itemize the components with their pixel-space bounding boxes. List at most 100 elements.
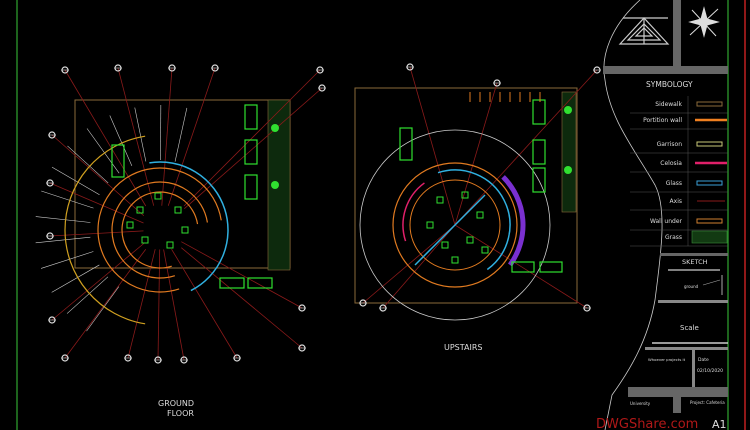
axis-line bbox=[117, 67, 155, 206]
table-icon bbox=[166, 241, 174, 249]
table-icon bbox=[441, 241, 449, 249]
seating-module bbox=[51, 264, 100, 293]
university-label: University bbox=[630, 401, 651, 406]
car-icon bbox=[532, 99, 546, 125]
glass-arc bbox=[149, 161, 229, 292]
symbology-row-sidewalk: Sidewalk bbox=[630, 101, 728, 114]
panel-divider bbox=[660, 253, 728, 256]
table-icon bbox=[436, 196, 444, 204]
axis-line bbox=[49, 182, 144, 224]
table-icon bbox=[126, 221, 134, 229]
axis-line bbox=[157, 249, 161, 361]
north-arrow-icon bbox=[688, 6, 720, 38]
car-icon bbox=[532, 167, 546, 193]
sketch-title: SKETCH bbox=[682, 258, 708, 266]
table-icon bbox=[481, 246, 489, 254]
sketch-note: ground bbox=[684, 284, 699, 289]
celosia-arc bbox=[402, 182, 425, 242]
symbology-label: Celosia bbox=[660, 160, 682, 167]
symbology-title: SYMBOLOGY bbox=[646, 80, 693, 89]
ground-floor-label: GROUND bbox=[158, 399, 194, 408]
axis-line bbox=[409, 66, 456, 226]
date-label: Date bbox=[698, 357, 709, 363]
table-icon bbox=[141, 236, 149, 244]
seating-module bbox=[109, 115, 133, 167]
tree-icon bbox=[271, 124, 279, 132]
car-icon bbox=[532, 139, 546, 165]
axis-line bbox=[362, 224, 456, 304]
seating-module bbox=[134, 107, 147, 162]
symbology-row-garrison: Garrison bbox=[630, 141, 728, 154]
symbology-label: Wall under bbox=[650, 218, 683, 225]
axis-line bbox=[51, 243, 145, 321]
seating-module bbox=[86, 286, 120, 332]
watermark: DWGShare.com bbox=[596, 417, 698, 430]
axis-line bbox=[382, 224, 456, 309]
panel-divider bbox=[692, 350, 695, 388]
symbology-row-portition-wall: Portition wall bbox=[630, 117, 728, 130]
glass-bridge bbox=[414, 194, 486, 266]
seating-module bbox=[35, 236, 91, 244]
upstairs-label: UPSTAIRS bbox=[444, 343, 483, 352]
axis-line bbox=[64, 69, 147, 207]
car-icon bbox=[539, 261, 563, 273]
ground-floor-label-2: FLOOR bbox=[167, 409, 194, 418]
car-icon bbox=[244, 174, 258, 200]
project-label: Project: Cafeteria bbox=[690, 400, 725, 405]
outer-circle bbox=[359, 129, 551, 321]
axis-line bbox=[51, 134, 145, 217]
axis-line bbox=[454, 224, 588, 309]
axis-line bbox=[64, 248, 147, 359]
seating-module bbox=[51, 166, 100, 196]
panel-divider bbox=[628, 387, 728, 397]
upstairs-plan bbox=[354, 63, 601, 321]
axis-line bbox=[171, 248, 238, 359]
tree-icon bbox=[564, 166, 572, 174]
axis-line bbox=[163, 249, 185, 361]
table-icon bbox=[476, 211, 484, 219]
grass-strip bbox=[561, 91, 577, 213]
wall-arc bbox=[111, 181, 209, 279]
symbology-row-grass: Grass bbox=[630, 230, 728, 247]
seating-module bbox=[40, 251, 94, 269]
axis-line bbox=[183, 69, 321, 207]
seating-module bbox=[66, 276, 109, 314]
inner-circle bbox=[409, 179, 501, 271]
logo bbox=[618, 17, 670, 45]
seating-module bbox=[41, 190, 94, 209]
sheet-number: A1 bbox=[712, 418, 727, 430]
symbology-label: Portition wall bbox=[643, 117, 682, 124]
swatch bbox=[696, 141, 723, 147]
symbology-row-axis: Axis bbox=[630, 198, 728, 211]
table-icon bbox=[466, 236, 474, 244]
glass-arc bbox=[437, 169, 511, 271]
wall-arc bbox=[97, 167, 222, 293]
symbology-row-wall-under: Wall under bbox=[630, 218, 728, 231]
panel-divider bbox=[673, 0, 681, 72]
table-icon bbox=[426, 221, 434, 229]
symbology-row-celosia: Celosia bbox=[630, 160, 728, 173]
panel-divider bbox=[673, 397, 681, 413]
wall-arc bbox=[121, 191, 199, 269]
swatch bbox=[696, 101, 723, 107]
seating-module bbox=[35, 216, 91, 223]
table-icon bbox=[461, 191, 469, 199]
car-icon bbox=[244, 139, 258, 165]
symbology-label: Glass bbox=[666, 180, 682, 187]
tree-icon bbox=[271, 181, 279, 189]
symbology-label: Grass bbox=[665, 234, 682, 241]
site-boundary bbox=[354, 87, 578, 304]
table-icon bbox=[451, 256, 459, 264]
panel-curve bbox=[603, 0, 663, 430]
car-icon bbox=[111, 144, 125, 178]
stair-arc bbox=[501, 175, 526, 267]
car-icon bbox=[244, 104, 258, 130]
table-icon bbox=[154, 192, 162, 200]
panel-divider bbox=[645, 347, 728, 350]
axis-line bbox=[49, 230, 144, 237]
table-icon bbox=[174, 206, 182, 214]
table-icon bbox=[136, 206, 144, 214]
swatch bbox=[696, 218, 723, 224]
designer-name: Whoever projects it bbox=[648, 357, 686, 362]
